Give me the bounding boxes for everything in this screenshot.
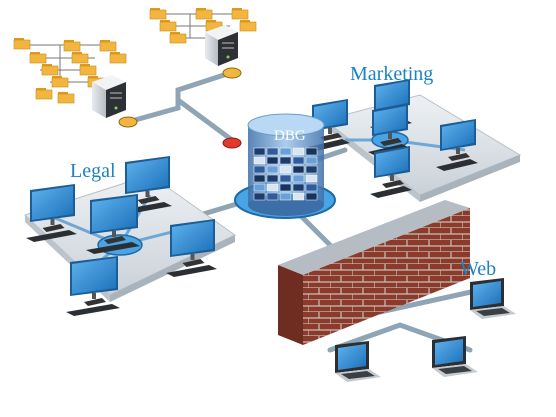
database-record	[292, 165, 305, 174]
cable-servers	[125, 70, 233, 125]
database-record	[305, 165, 318, 174]
database-record	[279, 147, 292, 156]
folder-icon	[99, 40, 117, 52]
folder-icon	[41, 64, 59, 76]
marketing-network	[308, 79, 522, 202]
database-record	[292, 156, 305, 165]
database-label: DBG	[274, 128, 306, 144]
folder-icon	[239, 20, 257, 32]
folder-icon	[35, 88, 53, 100]
monitor-icon	[166, 219, 217, 277]
database-record	[266, 192, 279, 201]
database-record	[253, 174, 266, 183]
database-record	[253, 156, 266, 165]
folder-icon	[51, 76, 69, 88]
laptop-icon	[432, 336, 478, 377]
folder-icon	[29, 52, 47, 64]
database-record	[279, 156, 292, 165]
database-record	[266, 147, 279, 156]
connector-puck	[118, 116, 138, 128]
cable-db-firewall	[297, 212, 333, 248]
legal-monitors	[26, 156, 217, 316]
web-label: Web	[460, 258, 496, 280]
database-record	[253, 165, 266, 174]
database-record	[253, 147, 266, 156]
database-record	[266, 174, 279, 183]
database-record	[279, 165, 292, 174]
database-record	[253, 183, 266, 192]
database-record	[292, 192, 305, 201]
database-record	[279, 192, 292, 201]
database-record	[292, 147, 305, 156]
marketing-label: Marketing	[350, 63, 433, 85]
database-record	[266, 156, 279, 165]
database-record	[292, 183, 305, 192]
database-record	[305, 192, 318, 201]
legal-label: Legal	[70, 160, 116, 182]
laptop-icon	[470, 278, 516, 319]
connector-puck-red	[222, 137, 242, 149]
folder-icon	[159, 20, 177, 32]
database-record	[266, 165, 279, 174]
monitor-icon	[86, 194, 140, 254]
laptop-icon	[335, 341, 381, 382]
database-record	[253, 192, 266, 201]
folder-icon	[169, 32, 187, 44]
folder-icon	[231, 8, 249, 20]
database-icon: DBG	[234, 113, 336, 219]
folder-icon	[57, 92, 75, 104]
monitor-icon	[370, 146, 412, 198]
database-record	[305, 183, 318, 192]
firewall-icon	[278, 200, 470, 345]
monitor-icon	[66, 256, 120, 316]
database-record	[279, 174, 292, 183]
database-record	[305, 156, 318, 165]
folder-icon	[149, 8, 167, 20]
folder-icon	[13, 38, 31, 50]
monitor-icon	[436, 119, 478, 171]
folder-icon	[63, 40, 81, 52]
database-records	[253, 147, 318, 201]
folder-icon	[79, 64, 97, 76]
server-icon	[92, 75, 126, 118]
cable-servers-hub	[175, 97, 235, 143]
database-record	[292, 174, 305, 183]
folder-icon	[195, 8, 213, 20]
connector-puck	[222, 67, 242, 79]
cable-web-a	[377, 287, 483, 315]
folder-icon	[109, 52, 127, 64]
legal-network	[24, 156, 236, 316]
monitor-icon	[26, 184, 77, 242]
file-servers	[13, 8, 257, 149]
database-record	[305, 174, 318, 183]
folder-icon	[71, 52, 89, 64]
database-record	[305, 147, 318, 156]
server-icon	[205, 25, 238, 66]
web-laptops	[335, 278, 516, 382]
monitor-icon	[121, 156, 172, 214]
database-record	[266, 183, 279, 192]
database-record	[279, 183, 292, 192]
